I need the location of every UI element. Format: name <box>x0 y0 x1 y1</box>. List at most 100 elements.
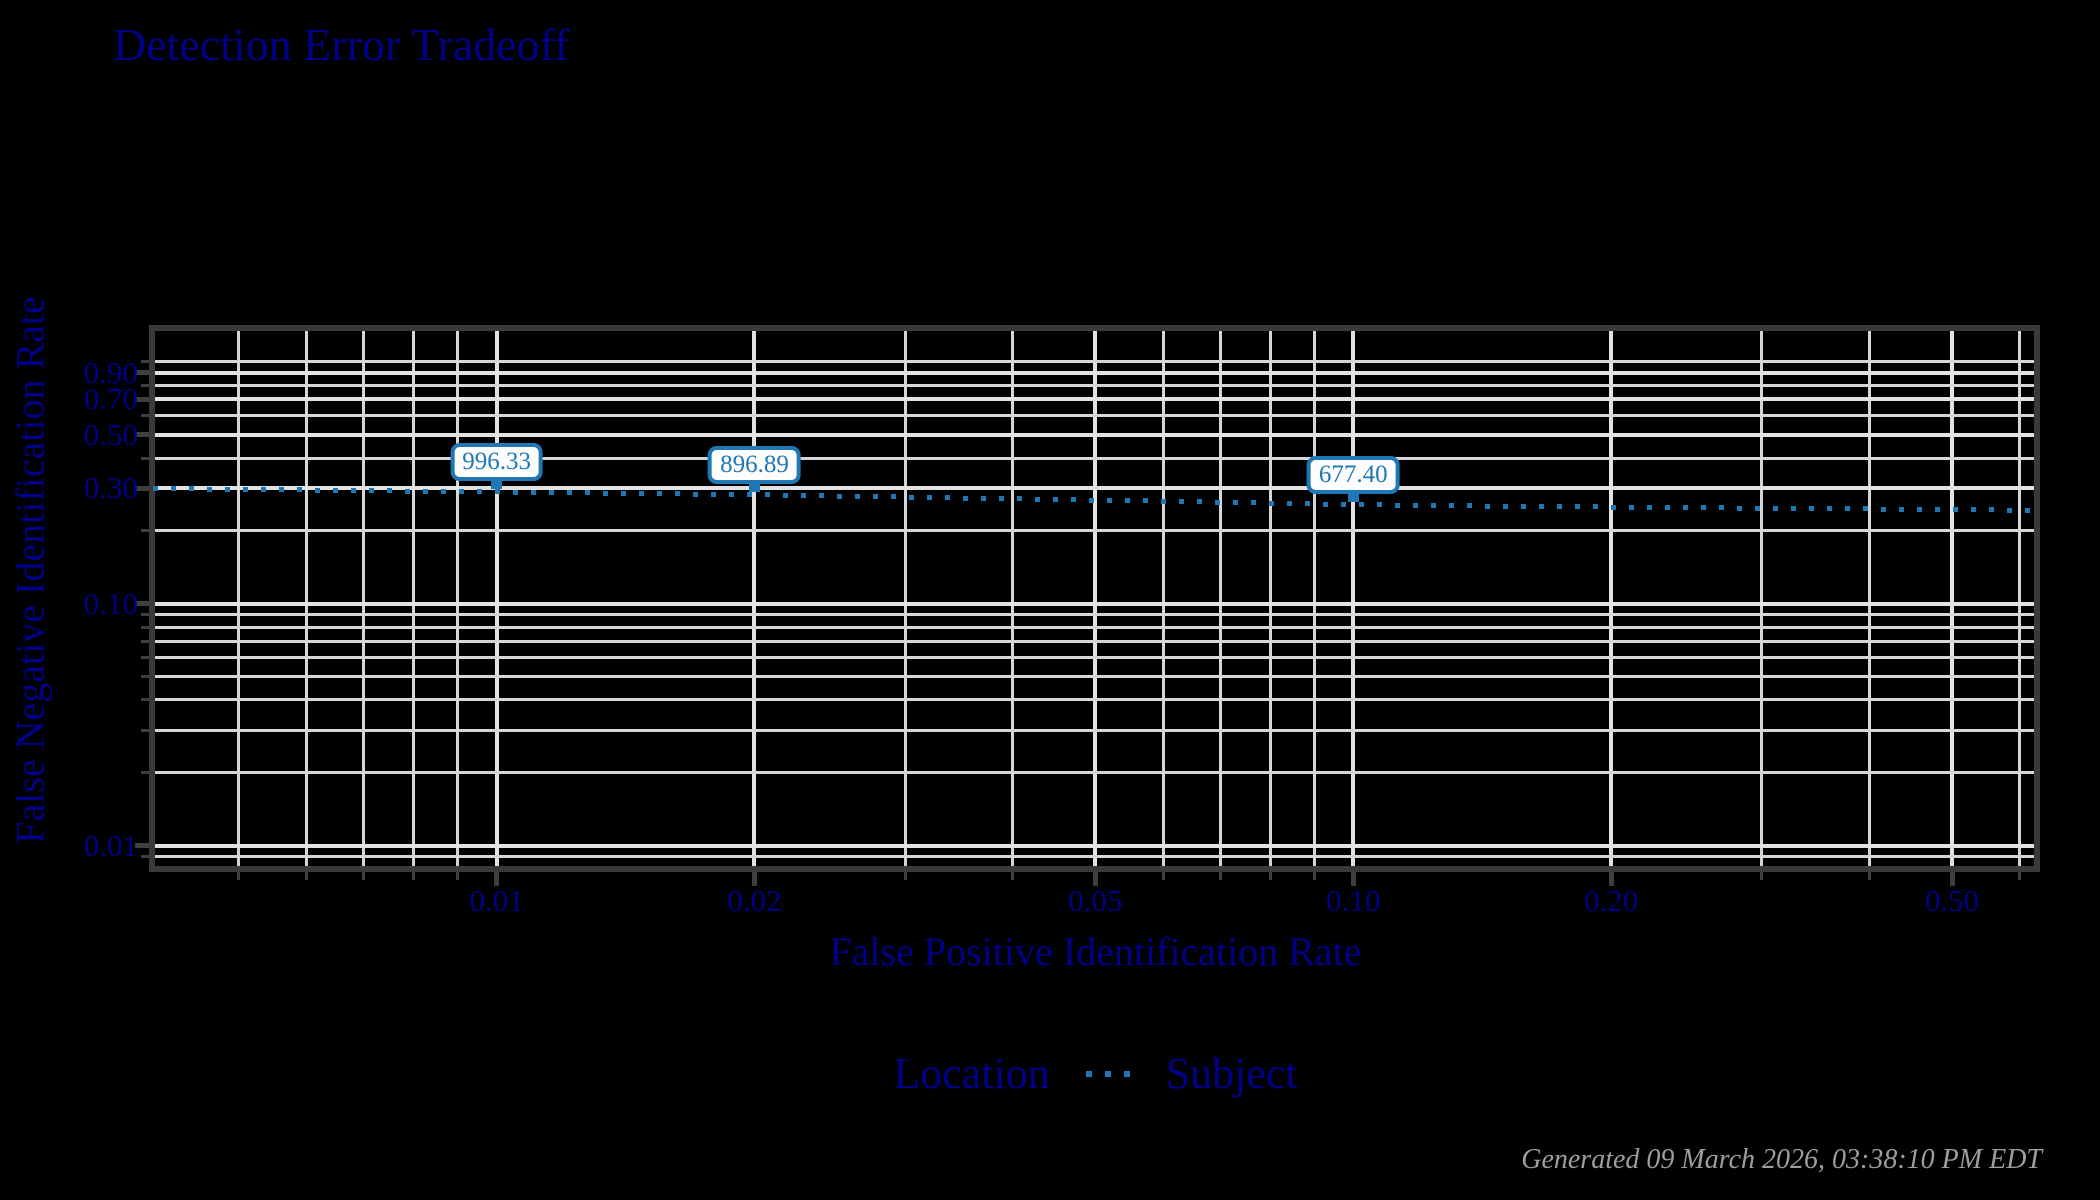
series-dot <box>1826 506 1832 512</box>
series-dot <box>1196 499 1202 505</box>
x-minor-tickmark <box>1312 872 1316 880</box>
x-major-gridline <box>1351 331 1356 866</box>
series-dot <box>1718 505 1724 511</box>
legend-title: Location <box>893 1049 1050 1098</box>
y-minor-tickmark <box>141 855 149 859</box>
series-dot <box>656 491 662 497</box>
series-dot <box>1142 498 1148 504</box>
series-dot <box>854 493 860 499</box>
x-major-tickmark <box>1092 872 1098 886</box>
x-minor-tickmark <box>1161 872 1165 880</box>
series-dot <box>1376 502 1382 508</box>
series-dot <box>170 486 176 492</box>
series-dot <box>2024 507 2030 513</box>
series-dot <box>188 486 194 492</box>
x-minor-gridline <box>455 331 459 866</box>
series-dot <box>530 489 536 495</box>
series-dot <box>1970 507 1976 513</box>
series-dot <box>818 493 824 499</box>
series-dot <box>710 491 716 497</box>
y-major-gridline <box>155 370 2035 375</box>
y-minor-tickmark <box>141 625 149 629</box>
top-spine <box>149 325 2040 331</box>
y-minor-tickmark <box>141 675 149 678</box>
series-dot <box>1322 501 1328 507</box>
x-minor-tickmark <box>903 872 907 880</box>
series-dot <box>1052 496 1058 502</box>
annotation-pointer <box>748 479 760 492</box>
y-tick-label: 0.30 <box>83 470 138 506</box>
series-dot <box>908 494 914 500</box>
series-dot <box>1808 506 1814 512</box>
y-minor-tickmark <box>141 383 149 387</box>
x-minor-tickmark <box>237 872 241 880</box>
x-minor-gridline <box>1010 331 1014 866</box>
legend-series-subject: Subject <box>1165 1049 1298 1098</box>
y-minor-gridline <box>155 413 2035 417</box>
series-dot <box>1772 505 1778 511</box>
legend: Location Subject <box>152 1048 2039 1099</box>
x-minor-tickmark <box>455 872 459 880</box>
x-major-tickmark <box>1949 872 1955 886</box>
series-dot <box>1502 503 1508 509</box>
series-dot <box>1916 506 1922 512</box>
left-spine <box>149 325 155 872</box>
series-dot <box>764 492 770 498</box>
series-dot <box>1214 499 1220 505</box>
x-minor-tickmark <box>305 872 309 880</box>
series-dot <box>242 486 248 492</box>
series-dot <box>1106 497 1112 503</box>
series-dot <box>998 496 1004 502</box>
series-dot <box>1070 497 1076 503</box>
y-minor-gridline <box>155 728 2035 732</box>
y-minor-tickmark <box>141 456 149 460</box>
y-major-gridline <box>155 843 2035 848</box>
series-dot <box>1124 498 1130 504</box>
x-minor-tickmark <box>362 872 366 880</box>
y-minor-gridline <box>155 698 2035 702</box>
y-minor-gridline <box>155 383 2035 387</box>
series-dot <box>1574 504 1580 510</box>
y-minor-gridline <box>155 655 2035 659</box>
series-dot <box>458 489 464 495</box>
x-minor-gridline <box>2018 331 2022 866</box>
y-major-gridline <box>155 397 2035 402</box>
series-dot <box>512 489 518 495</box>
x-major-gridline <box>1950 331 1955 866</box>
series-dot <box>1430 502 1436 508</box>
series-dot <box>350 488 356 493</box>
series-dot <box>1340 501 1346 507</box>
series-dot <box>1250 500 1256 506</box>
y-major-gridline <box>155 601 2035 606</box>
x-minor-tickmark <box>1760 872 1764 880</box>
y-minor-tickmark <box>141 728 149 732</box>
series-dot <box>1790 506 1796 511</box>
y-tick-label: 0.01 <box>83 827 138 863</box>
y-minor-gridline <box>155 529 2035 533</box>
y-minor-gridline <box>155 613 2035 617</box>
y-tick-label: 0.10 <box>83 585 138 621</box>
y-minor-tickmark <box>141 529 149 533</box>
y-major-gridline <box>155 486 2035 491</box>
series-dot <box>692 491 698 497</box>
x-major-gridline <box>1609 331 1614 866</box>
y-minor-gridline <box>155 639 2035 643</box>
x-minor-tickmark <box>1010 872 1014 880</box>
y-minor-gridline <box>155 771 2035 775</box>
series-dot <box>440 488 446 494</box>
series-dot <box>962 495 968 501</box>
series-dot <box>1286 500 1292 506</box>
annotation-pointer <box>1347 489 1359 502</box>
series-dot <box>422 488 428 494</box>
x-tick-label: 0.20 <box>1584 883 1639 918</box>
series-dot <box>1736 505 1742 511</box>
series-dot <box>1088 497 1094 503</box>
series-dot <box>152 486 158 492</box>
y-minor-tickmark <box>141 771 149 775</box>
series-dot <box>872 494 878 500</box>
chart-title: Detection Error Tradeoff <box>113 19 570 70</box>
y-tick-label: 0.90 <box>83 354 138 390</box>
x-minor-tickmark <box>2018 872 2022 880</box>
x-tick-label: 0.50 <box>1924 883 1980 918</box>
series-dot <box>476 489 482 495</box>
